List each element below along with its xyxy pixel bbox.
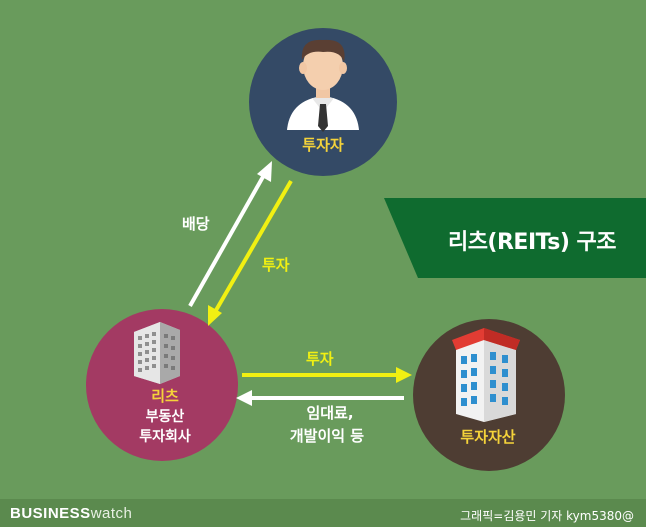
brand-logo-light: watch <box>90 505 133 522</box>
footer-bar <box>0 499 646 527</box>
dividend-arrow <box>188 161 272 307</box>
rent-label-line2: 개발이익 등 <box>289 427 365 445</box>
investment-to-asset-arrow <box>242 367 412 383</box>
reits-sublabel-line2: 투자회사 <box>139 429 191 445</box>
building-red-roof-icon <box>452 328 520 422</box>
rent-label-line1: 임대료, <box>306 404 354 422</box>
graphic-credit: 그래픽=김용민 기자 kym5380@ <box>460 509 634 523</box>
building-gray-icon <box>134 322 180 384</box>
investment-to-reits-label: 투자 <box>262 256 290 274</box>
reits-label: 리츠 <box>151 387 179 405</box>
asset-label: 투자자산 <box>460 428 516 446</box>
rent-arrow <box>236 390 404 406</box>
reits-circle <box>86 309 238 461</box>
investor-label: 투자자 <box>302 136 344 154</box>
diagram-title: 리츠(REITs) 구조 <box>447 230 617 255</box>
investment-to-reits-arrow <box>208 179 293 326</box>
dividend-label: 배당 <box>182 215 210 233</box>
title-banner <box>384 198 646 278</box>
brand-logo-bold: BUSINESS <box>10 505 91 522</box>
investor-person-icon <box>287 39 359 132</box>
reits-sublabel-line1: 부동산 <box>145 409 185 425</box>
investment-to-asset-label: 투자 <box>306 350 334 368</box>
brand-logo: BUSINESSwatch <box>10 505 132 522</box>
